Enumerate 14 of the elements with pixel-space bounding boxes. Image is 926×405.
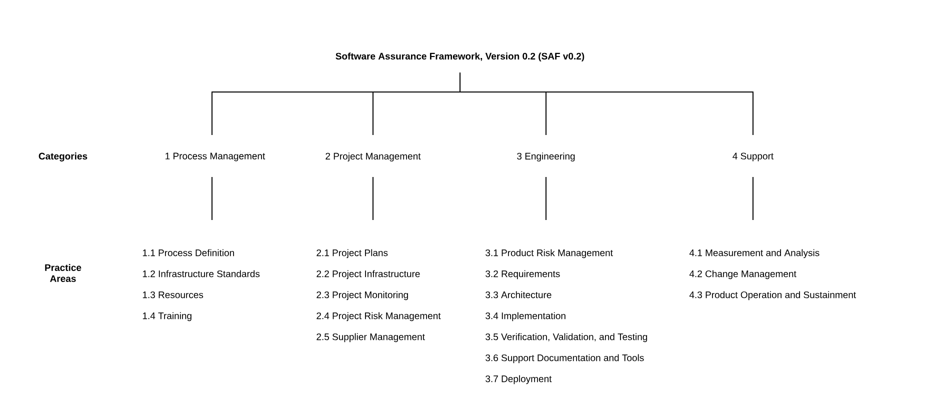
category-label: 3 Engineering [517, 152, 575, 162]
connector-line [372, 176, 374, 220]
practice-area-list: 3.1 Product Risk Management 3.2 Requirements 3.3 Architecture 3.4 Implementation 3.5 Verification, Validation, and Testing 3.6 Support Documentation and Tools 3.7 Deployment [486, 249, 648, 384]
category-label: 4 Support [732, 152, 774, 162]
category-label: 2 Project Management [326, 152, 421, 162]
connector-line [752, 176, 754, 220]
practice-area-list: 2.1 Project Plans 2.2 Project Infrastructure 2.3 Project Monitoring 2.4 Project Risk Management 2.5 Supplier Management [316, 249, 441, 342]
category-label: 1 Process Management [166, 152, 266, 162]
practice-area-list: 4.1 Measurement and Analysis 4.2 Change Management 4.3 Product Operation and Sustainment [689, 249, 856, 300]
practice-area-list: 1.1 Process Definition 1.2 Infrastructure Standards 1.3 Resources 1.4 Training [142, 249, 260, 322]
connector-line [460, 72, 754, 136]
diagram-title: Software Assurance Framework, Version 0.2 (SAF v0.2) [336, 52, 584, 62]
row-label: Practice Areas [45, 264, 82, 282]
row-label: Categories [38, 152, 88, 162]
